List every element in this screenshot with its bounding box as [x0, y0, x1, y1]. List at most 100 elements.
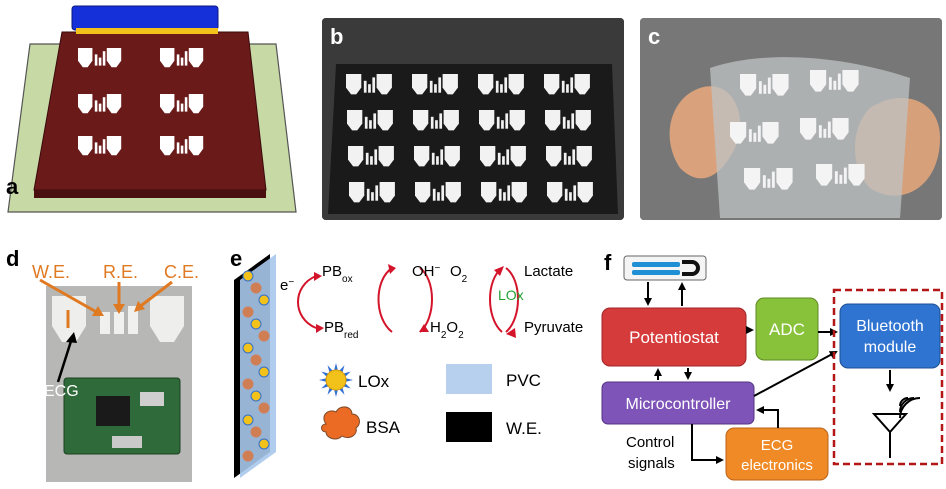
pcb-chip [96, 396, 130, 426]
lox-legend-icon [319, 363, 353, 397]
re-arrowhead [113, 304, 125, 314]
printed-electrode-set [346, 74, 392, 95]
electrode-pad [576, 146, 592, 167]
electrode-pad [188, 136, 204, 156]
bsa-particle [242, 378, 254, 390]
electrode-pad [509, 110, 525, 131]
potentiostat-block [601, 307, 747, 367]
electrode-set [77, 136, 122, 156]
panel-e: e− PBox PBred OH− O2 H2O2 Lactate Pyruva… [224, 246, 594, 482]
electrode-pad [377, 110, 393, 131]
h2o2-label: H2O2 [430, 319, 464, 341]
sensor-electrode [682, 260, 700, 276]
stencil-layer [33, 31, 267, 191]
bluetooth-label-2: module [864, 339, 917, 356]
system-block-diagram: Potentiostat ADC Bluetooth module Microc… [601, 255, 944, 481]
electrode-pad [442, 74, 458, 95]
bsa-particle [242, 306, 254, 318]
pcb-component [140, 392, 164, 406]
microcontroller-label: Microcontroller [626, 396, 732, 413]
oh-cycle-arc-left [377, 267, 393, 333]
electrode-pad [508, 74, 524, 95]
re-label: R.E. [103, 262, 138, 282]
microcontroller-block [601, 381, 755, 425]
bsa-legend-icon [321, 406, 360, 440]
electrode-pad [772, 74, 789, 96]
printed-electrode-set [478, 74, 524, 95]
lox-particle [258, 366, 270, 378]
printed-electrode-set [481, 182, 527, 203]
flexed-electrode-set [744, 168, 793, 190]
electrode-pad [445, 182, 461, 203]
bluetooth-block [839, 303, 941, 369]
squeegee-blade [76, 28, 218, 34]
flexed-electrode-set [816, 164, 865, 186]
flexed-electrode-set [810, 70, 859, 92]
adc-block [755, 297, 819, 361]
panel-label-b: b [330, 24, 344, 49]
electrode-set [77, 94, 122, 114]
electrode-pad [574, 74, 590, 95]
electrode-set [159, 94, 204, 114]
electrode-pad [762, 122, 779, 144]
printed-electrode-set [546, 146, 592, 167]
printed-electrode-set [348, 146, 394, 167]
wireless-module-boundary [832, 288, 944, 466]
we-arrowhead [92, 306, 104, 316]
lox-cycle-arc-right [505, 267, 519, 333]
lox-particle [242, 414, 254, 426]
panel-a: a [0, 0, 316, 222]
electrode-pad [376, 74, 392, 95]
electrode-set [159, 48, 204, 68]
ecg-arrow [56, 337, 74, 383]
stencil-edge [34, 190, 266, 198]
printed-electrode-set [413, 110, 459, 131]
electrode-pad [848, 164, 865, 186]
ecg-electronics-label-1: ECG [761, 437, 794, 454]
ce-label: C.E. [164, 262, 199, 282]
printed-electrode-set [479, 110, 525, 131]
printed-electrode-set [547, 182, 593, 203]
hybrid-patch-photo: W.E. R.E. C.E. ECG [32, 262, 199, 482]
lox-particle [250, 390, 262, 402]
we-legend-swatch [446, 412, 492, 442]
printed-electrode-set [545, 110, 591, 131]
flexed-electrode-set [730, 122, 779, 144]
screen-printing-illustration [7, 5, 297, 213]
antenna-icon [871, 397, 921, 458]
control-signals-label-1: Control [626, 434, 674, 451]
panel-c-photo: c [640, 18, 942, 220]
bluetooth-label-1: Bluetooth [856, 318, 924, 335]
we-arrow [39, 278, 101, 316]
electrode-pattern-grid [77, 48, 204, 156]
lox-bsa-particles [242, 270, 270, 462]
printed-electrode-set [544, 74, 590, 95]
enzymatic-reaction-diagram: e− PBox PBred OH− O2 H2O2 Lactate Pyruva… [234, 254, 583, 478]
electrode-pad [842, 70, 859, 92]
pb-ox-label: PBox [322, 263, 353, 285]
flexible-sheet-photo [640, 18, 942, 220]
pb-cycle-arc [297, 275, 317, 329]
lox-particle [242, 270, 254, 282]
electrode-pad [378, 146, 394, 167]
electrode-pad [575, 110, 591, 131]
panel-label-e: e [230, 246, 243, 271]
electrode-pad [188, 48, 204, 68]
ecg-electronics-label-2: electronics [741, 457, 813, 474]
electrode-pad [188, 94, 204, 114]
flexed-electrode-set [800, 118, 849, 140]
panel-d: W.E. R.E. C.E. ECG d [0, 246, 210, 482]
bsa-legend-label: BSA [366, 418, 401, 437]
o2-label: O2 [450, 263, 468, 285]
electrode-set [77, 48, 122, 68]
electrode-pad [443, 110, 459, 131]
lactate-label: Lactate [524, 263, 573, 280]
printed-electrode-set [412, 74, 458, 95]
squeegee [71, 5, 219, 31]
electrode-pad [776, 168, 793, 190]
ce-arrow [137, 280, 173, 310]
electrode-pad [106, 136, 122, 156]
lox-particle [258, 294, 270, 306]
electrode-pad [444, 146, 460, 167]
we-electrode [100, 312, 110, 334]
